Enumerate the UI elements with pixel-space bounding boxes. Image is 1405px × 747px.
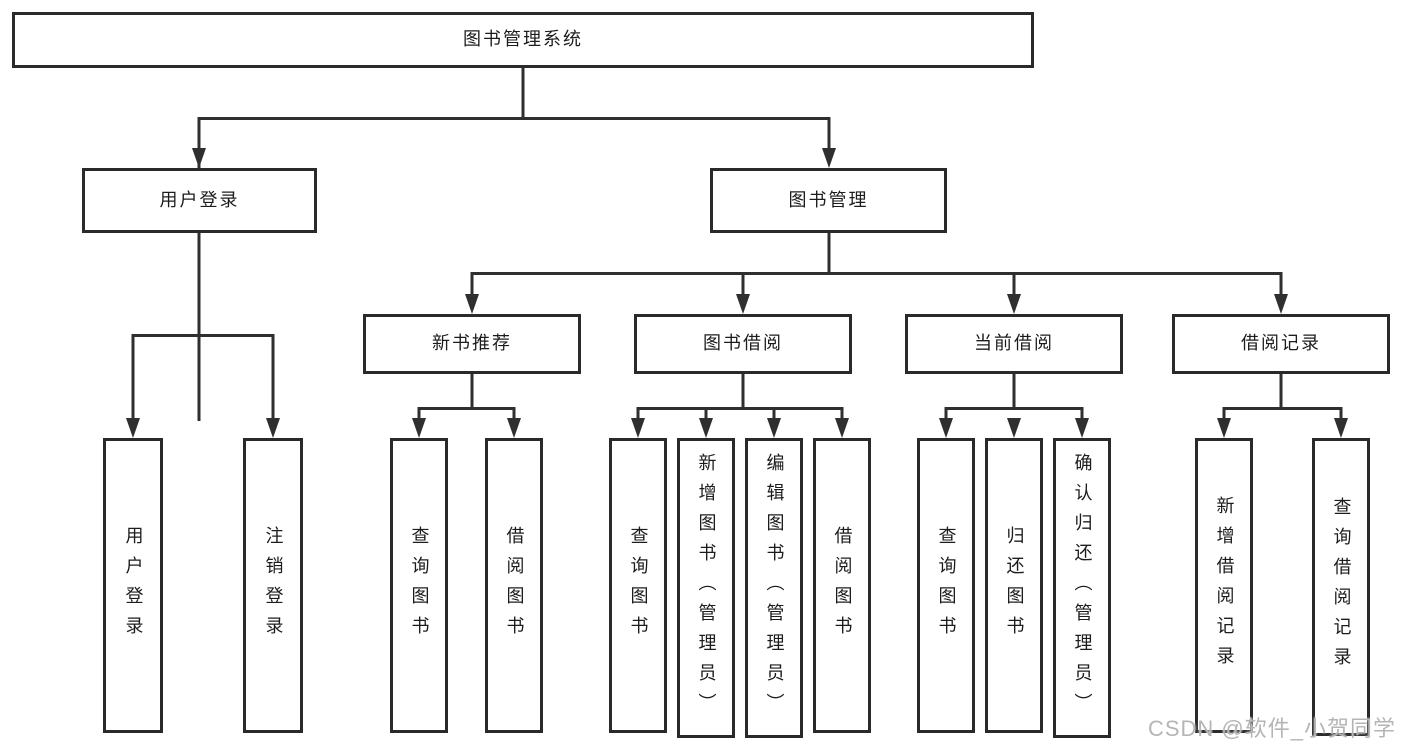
leaf-query-borrow-record-label: 查询借阅记录	[1331, 497, 1352, 677]
leaf-query-books-newbook-label: 查询图书	[409, 525, 430, 646]
csdn-watermark: CSDN @软件_小贺同学	[1147, 716, 1396, 741]
node-book-borrowing-label: 图书借阅	[703, 333, 783, 354]
leaf-return-books-label: 归还图书	[1004, 525, 1025, 646]
leaf-add-book-admin: 新增图书（管理员）	[677, 438, 735, 738]
leaf-borrow-books-borrow-label: 借阅图书	[832, 525, 853, 646]
arrow-down-icons	[126, 148, 1348, 438]
node-borrowing-records: 借阅记录	[1172, 314, 1390, 374]
node-current-borrowing: 当前借阅	[905, 314, 1123, 374]
leaf-user-login-label: 用户登录	[123, 525, 144, 646]
node-user-login-label: 用户登录	[159, 189, 240, 210]
connector-book-management-children	[470, 233, 1283, 298]
node-book-borrowing: 图书借阅	[634, 314, 852, 374]
leaf-confirm-return-admin-label: 确认归还（管理员）	[1072, 453, 1093, 723]
node-user-login: 用户登录	[82, 168, 317, 233]
connector-new-book-children	[417, 374, 516, 422]
leaf-query-books-newbook: 查询图书	[390, 438, 448, 733]
leaf-edit-book-admin-label: 编辑图书（管理员）	[764, 453, 785, 723]
leaf-logout-login-label: 注销登录	[263, 525, 284, 646]
node-new-book-recommendation: 新书推荐	[363, 314, 581, 374]
connector-current-borrow-children	[944, 374, 1084, 422]
node-book-system: 图书管理系统	[12, 12, 1034, 68]
node-current-borrowing-label: 当前借阅	[974, 333, 1054, 354]
connector-root-to-level2	[197, 68, 831, 421]
connector-user-login-children	[131, 233, 275, 422]
leaf-borrow-books-borrow: 借阅图书	[813, 438, 871, 733]
leaf-add-book-admin-label: 新增图书（管理员）	[696, 453, 717, 723]
connector-borrow-records-children	[1222, 374, 1343, 422]
leaf-query-books-current: 查询图书	[917, 438, 975, 733]
leaf-query-borrow-record: 查询借阅记录	[1312, 438, 1370, 736]
node-new-book-recommendation-label: 新书推荐	[432, 333, 512, 354]
node-book-management-label: 图书管理	[788, 189, 869, 210]
node-borrowing-records-label: 借阅记录	[1241, 333, 1321, 354]
connector-book-borrow-children	[636, 374, 844, 422]
leaf-return-books: 归还图书	[985, 438, 1043, 733]
leaf-add-borrow-record: 新增借阅记录	[1195, 438, 1253, 733]
leaf-borrow-books-newbook: 借阅图书	[485, 438, 543, 733]
node-book-system-label: 图书管理系统	[463, 29, 583, 50]
leaf-logout-login: 注销登录	[243, 438, 303, 733]
leaf-add-borrow-record-label: 新增借阅记录	[1214, 495, 1235, 676]
leaf-edit-book-admin: 编辑图书（管理员）	[745, 438, 803, 738]
leaf-query-books-borrow: 查询图书	[609, 438, 667, 733]
leaf-borrow-books-newbook-label: 借阅图书	[504, 525, 525, 646]
leaf-query-books-borrow-label: 查询图书	[628, 525, 649, 646]
node-book-management: 图书管理	[710, 168, 947, 233]
leaf-user-login: 用户登录	[103, 438, 163, 733]
leaf-confirm-return-admin: 确认归还（管理员）	[1053, 438, 1111, 738]
leaf-query-books-current-label: 查询图书	[936, 525, 957, 646]
